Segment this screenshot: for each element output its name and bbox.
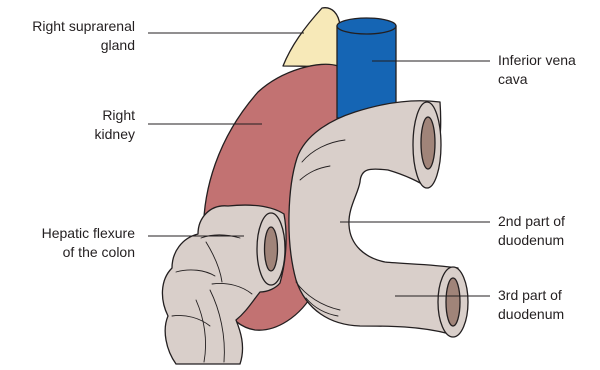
vena-cava-top <box>337 18 396 34</box>
label-hepatic-line1: Hepatic flexure <box>42 224 135 243</box>
label-hepatic-flexure: Hepatic flexure of the colon <box>42 224 135 262</box>
label-duo3-line2: duodenum <box>498 305 564 324</box>
label-duodenum-3rd-part: 3rd part of duodenum <box>498 286 564 324</box>
label-duo2-line2: duodenum <box>498 231 565 250</box>
label-suprarenal-line1: Right suprarenal <box>32 17 135 36</box>
label-ivc-line1: Inferior vena <box>498 51 576 70</box>
label-right-kidney: Right kidney <box>95 106 135 144</box>
label-suprarenal-gland: Right suprarenal gland <box>32 17 135 55</box>
label-hepatic-line2: of the colon <box>42 243 135 262</box>
label-kidney-line1: Right <box>95 106 135 125</box>
suprarenal-gland-shape <box>283 8 340 67</box>
duodenum-upper-lumen <box>421 117 435 169</box>
label-inferior-vena-cava: Inferior vena cava <box>498 51 576 89</box>
label-suprarenal-line2: gland <box>32 36 135 55</box>
colon-lumen <box>265 227 278 271</box>
label-duo3-line1: 3rd part of <box>498 286 564 305</box>
label-duo2-line1: 2nd part of <box>498 212 565 231</box>
label-kidney-line2: kidney <box>95 125 135 144</box>
duodenum-lower-lumen <box>446 278 460 326</box>
label-duodenum-2nd-part: 2nd part of duodenum <box>498 212 565 250</box>
label-ivc-line2: cava <box>498 70 576 89</box>
